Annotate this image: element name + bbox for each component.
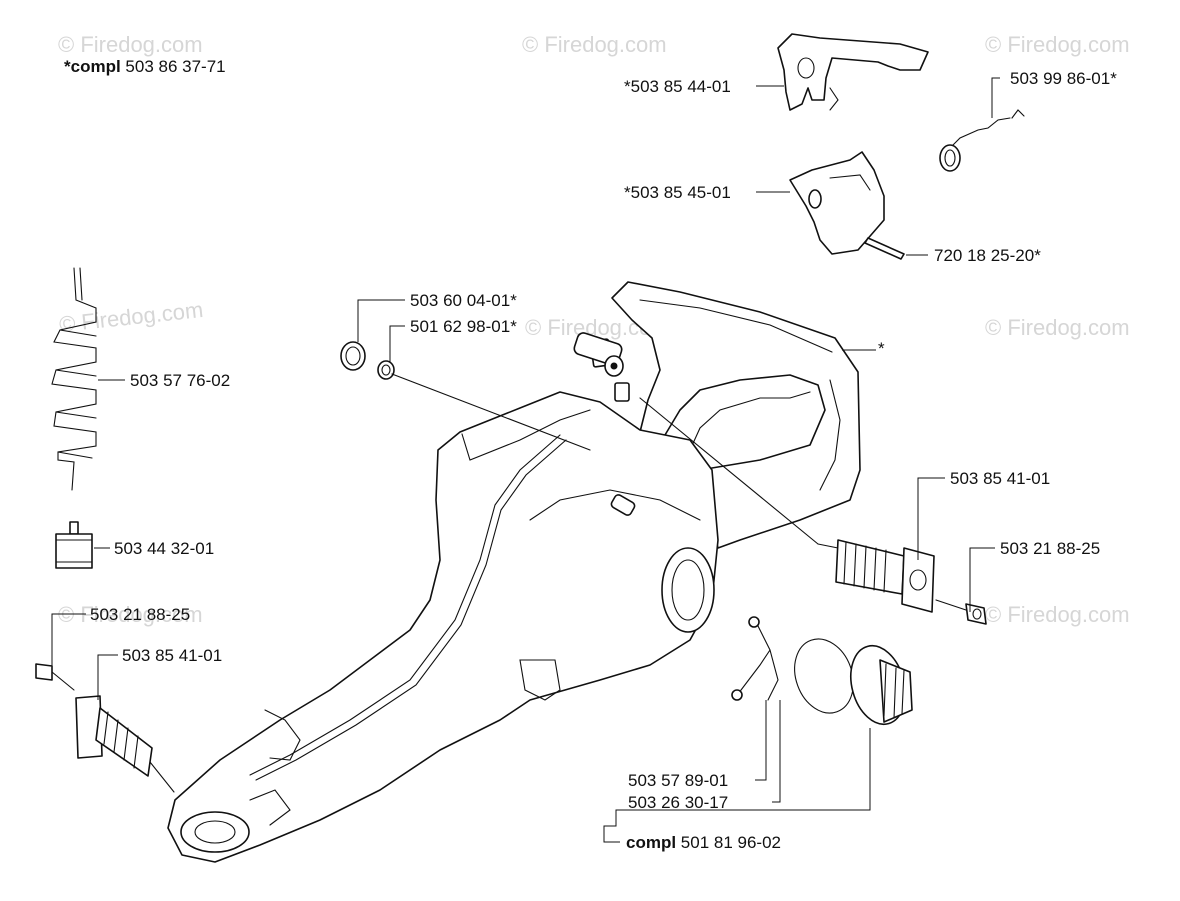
part-labels: *compl 503 86 37-71 *503 85 44-01 503 99… [64, 57, 1117, 852]
part-number: 720 18 25-20* [934, 246, 1041, 265]
watermark: © Firedog.com [985, 602, 1130, 627]
part-number: 503 99 86-01* [1010, 69, 1117, 88]
part-number: 503 21 88-25 [1000, 539, 1100, 558]
part-number: 503 21 88-25 [90, 605, 190, 624]
part-number: 503 57 89-01 [628, 771, 728, 790]
spring-icon [939, 109, 1025, 172]
watermark: © Firedog.com [522, 32, 667, 57]
compl-label: compl 501 81 96-02 [626, 833, 781, 852]
part-number: 503 85 41-01 [950, 469, 1050, 488]
vibration-damper-spring-icon [75, 695, 175, 793]
assembly-line [639, 397, 819, 545]
part-number: 503 85 41-01 [122, 646, 222, 665]
part-number: *503 85 45-01 [624, 183, 731, 202]
pin-icon [864, 237, 905, 260]
filter-plug-icon [340, 341, 366, 371]
fuel-filter-icon [55, 521, 93, 569]
part-number: 503 26 30-17 [628, 793, 728, 812]
throttle-trigger-icon [777, 33, 929, 111]
retainer-icon [731, 616, 779, 701]
compl-label: *compl 503 86 37-71 [64, 57, 226, 76]
screw-icon [935, 599, 987, 625]
watermark: © Firedog.com [58, 297, 204, 337]
coiled-fuel-hose-icon [51, 267, 97, 491]
part-number: 503 57 76-02 [130, 371, 230, 390]
watermark: © Firedog.com [58, 32, 203, 57]
fuel-tank-housing-icon [167, 281, 861, 863]
watermark: © Firedog.com [985, 315, 1130, 340]
watermark: © Firedog.com [985, 32, 1130, 57]
trigger-lockout-icon [789, 151, 885, 255]
vibration-damper-spring-icon [817, 539, 935, 613]
part-number: 503 44 32-01 [114, 539, 214, 558]
o-ring-icon [794, 638, 854, 714]
assembly-star: * [878, 339, 885, 358]
part-number: *503 85 44-01 [624, 77, 731, 96]
part-number: 503 60 04-01* [410, 291, 517, 310]
fuel-cap-icon [850, 644, 913, 726]
grommet-icon [377, 360, 395, 380]
screw-icon [35, 663, 75, 691]
assembly-line [391, 373, 591, 451]
part-number: 501 62 98-01* [410, 317, 517, 336]
